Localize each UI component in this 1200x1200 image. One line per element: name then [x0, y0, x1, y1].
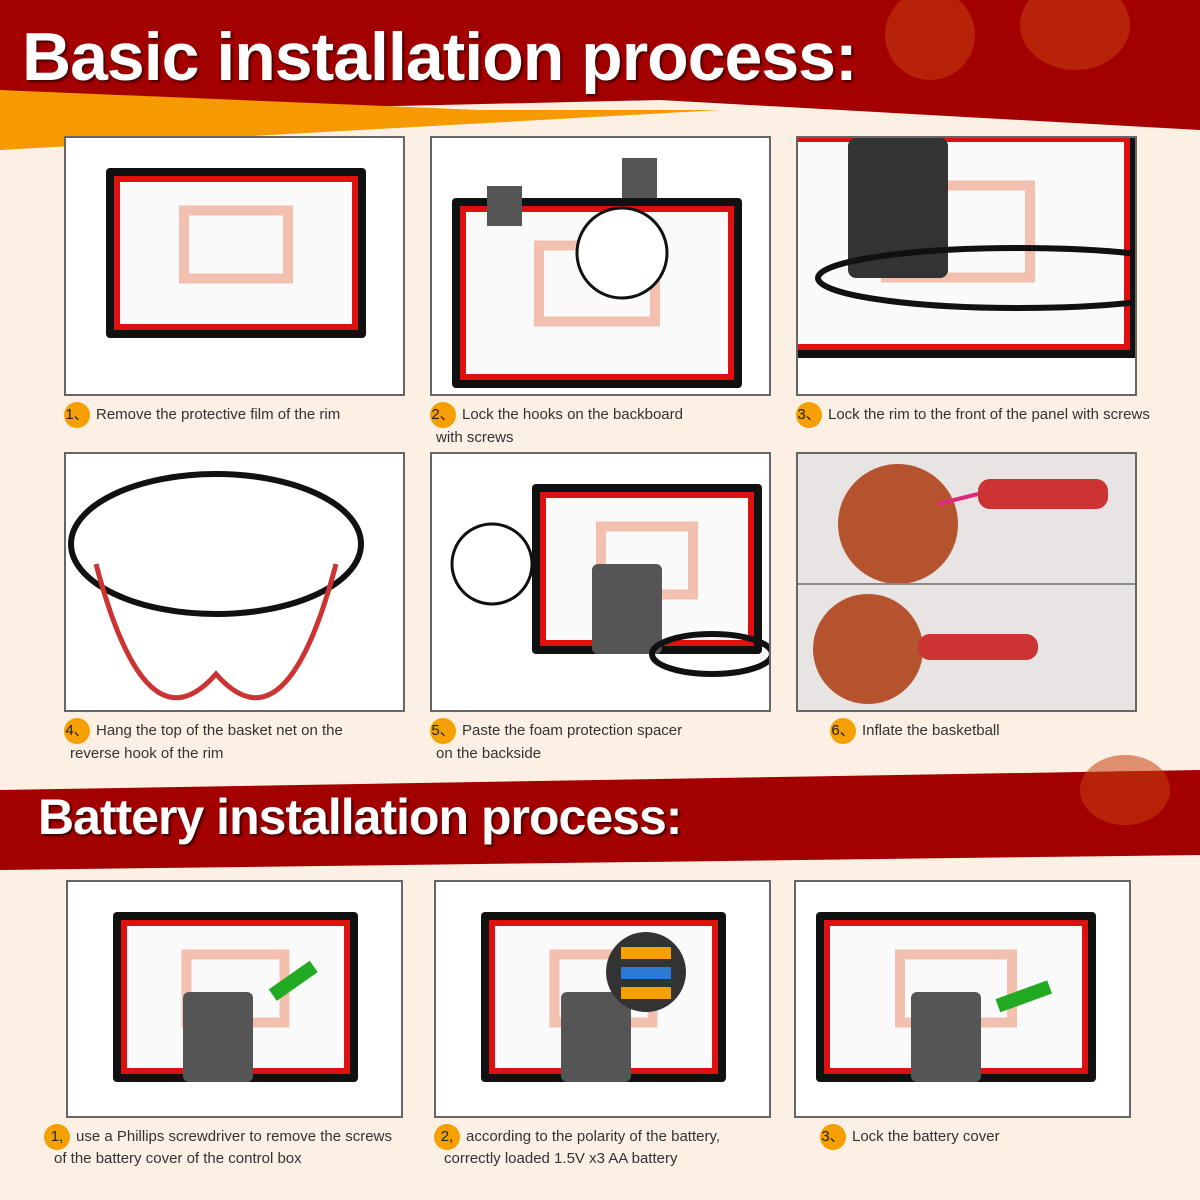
basketball-icon — [813, 594, 923, 704]
caption-step-4: 4、 Hang the top of the basket net on the r… — [64, 718, 343, 764]
basketball-decoration-icon — [1080, 755, 1170, 825]
caption-battery-3: 3、 Lock the battery cover — [820, 1124, 1000, 1150]
basketball-decoration-icon — [885, 0, 975, 80]
caption-text: Lock the hooks on the backboard — [462, 405, 683, 423]
caption-battery-1: 1, use a Phillips screwdriver to remove t… — [44, 1124, 392, 1168]
step-number: 2、 — [430, 402, 456, 428]
illustration — [450, 484, 769, 677]
illustration — [481, 912, 726, 1082]
basketball-icon — [838, 464, 958, 584]
step-number: 5、 — [430, 718, 456, 744]
illustration — [452, 158, 742, 388]
step-number: 3、 — [796, 402, 822, 428]
illustration — [68, 471, 364, 701]
battery-title: Battery installation process: — [38, 789, 682, 845]
step-image-2 — [430, 136, 771, 396]
step-number: 6、 — [830, 718, 856, 744]
battery-image-2 — [434, 880, 771, 1118]
step-number: 1、 — [64, 402, 90, 428]
caption-text: correctly loaded 1.5V x3 AA battery — [444, 1150, 678, 1167]
caption-step-6: 6、 Inflate the basketball — [830, 718, 1000, 744]
step-number: 1, — [44, 1124, 70, 1150]
illustration — [816, 912, 1096, 1082]
caption-step-3: 3、 Lock the rim to the front of the panel… — [796, 402, 1150, 428]
caption-text: with screws — [436, 429, 514, 446]
caption-step-1: 1、 Remove the protective film of the rim — [64, 402, 340, 428]
caption-text: Lock the rim to the front of the panel w… — [828, 405, 1150, 423]
control-box-icon — [183, 992, 253, 1082]
caption-text: Remove the protective film of the rim — [96, 405, 341, 423]
caption-battery-2: 2, according to the polarity of the batte… — [434, 1124, 720, 1168]
caption-text: Hang the top of the basket net on the — [96, 721, 343, 739]
battery-image-1 — [66, 880, 403, 1118]
control-box-icon — [911, 992, 981, 1082]
illustration — [113, 912, 358, 1082]
caption-step-5: 5、 Paste the foam protection spacer on the… — [430, 718, 682, 764]
step-image-4 — [64, 452, 405, 712]
rim-icon — [68, 471, 364, 617]
illustration — [798, 464, 1135, 704]
illustration — [106, 168, 366, 338]
backboard-icon — [106, 168, 366, 338]
rim-icon — [649, 631, 769, 677]
illustration — [798, 138, 1135, 358]
caption-text: reverse hook of the rim — [70, 745, 224, 762]
battery-image-3 — [794, 880, 1131, 1118]
caption-text: Lock the battery cover — [852, 1127, 1000, 1145]
caption-text: according to the polarity of the battery… — [466, 1127, 721, 1145]
caption-step-2: 2、 Lock the hooks on the backboard with sc… — [430, 402, 683, 448]
step-image-5 — [430, 452, 771, 712]
caption-text: Paste the foam protection spacer — [462, 721, 683, 739]
backboard-icon — [452, 198, 742, 388]
step-number: 3、 — [820, 1124, 846, 1150]
control-box-icon — [561, 992, 631, 1082]
battery-banner — [0, 770, 1200, 870]
caption-text: use a Phillips screwdriver to remove the… — [76, 1127, 392, 1145]
step-number: 2, — [434, 1124, 460, 1150]
step-image-3 — [796, 136, 1137, 396]
step-image-1 — [64, 136, 405, 396]
step-image-6 — [796, 452, 1137, 712]
rim-icon — [815, 245, 1135, 311]
basketball-decoration-icon — [1020, 0, 1130, 70]
caption-text: on the backside — [436, 745, 542, 762]
caption-text: of the battery cover of the control box — [54, 1150, 302, 1167]
step-number: 4、 — [64, 718, 90, 744]
basic-title: Basic installation process: — [22, 19, 858, 95]
caption-text: Inflate the basketball — [862, 721, 1000, 739]
control-box-icon — [592, 564, 662, 654]
